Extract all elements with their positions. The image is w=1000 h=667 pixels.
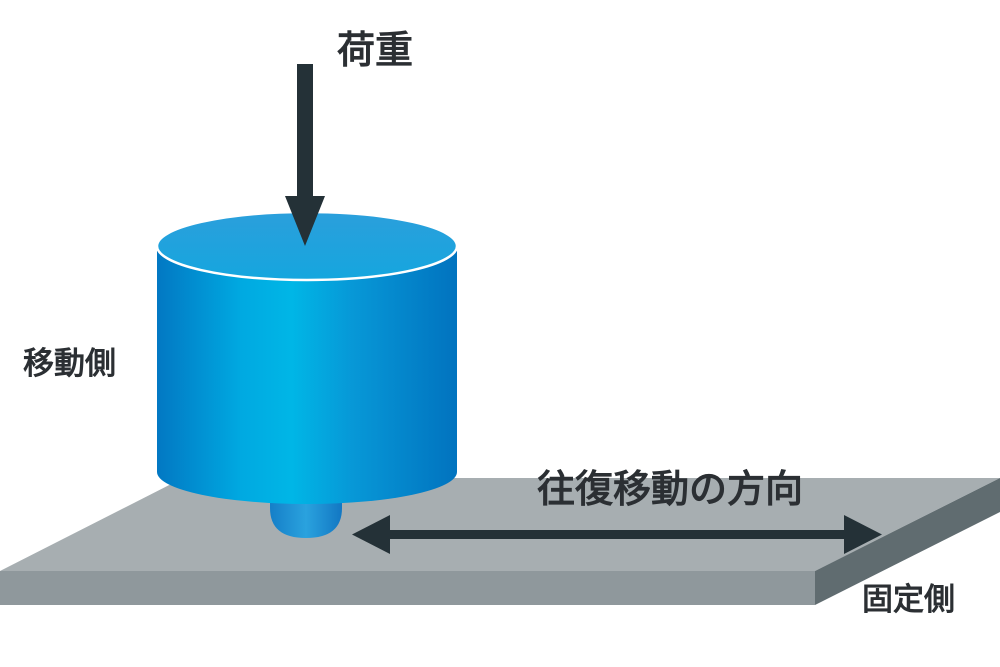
contact-probe (270, 500, 342, 538)
cylinder-body (157, 246, 457, 504)
moving-side-label: 移動側 (23, 346, 116, 382)
moving-cylinder (155, 210, 459, 504)
plate-front-face (0, 571, 815, 605)
fixed-side-label: 固定側 (862, 582, 955, 618)
load-label: 荷重 (337, 28, 413, 72)
plate-side-face (815, 478, 1000, 605)
direction-label: 往復移動の方向 (537, 467, 803, 511)
load-arrow (285, 64, 325, 246)
reciprocating-arrow (352, 515, 882, 554)
